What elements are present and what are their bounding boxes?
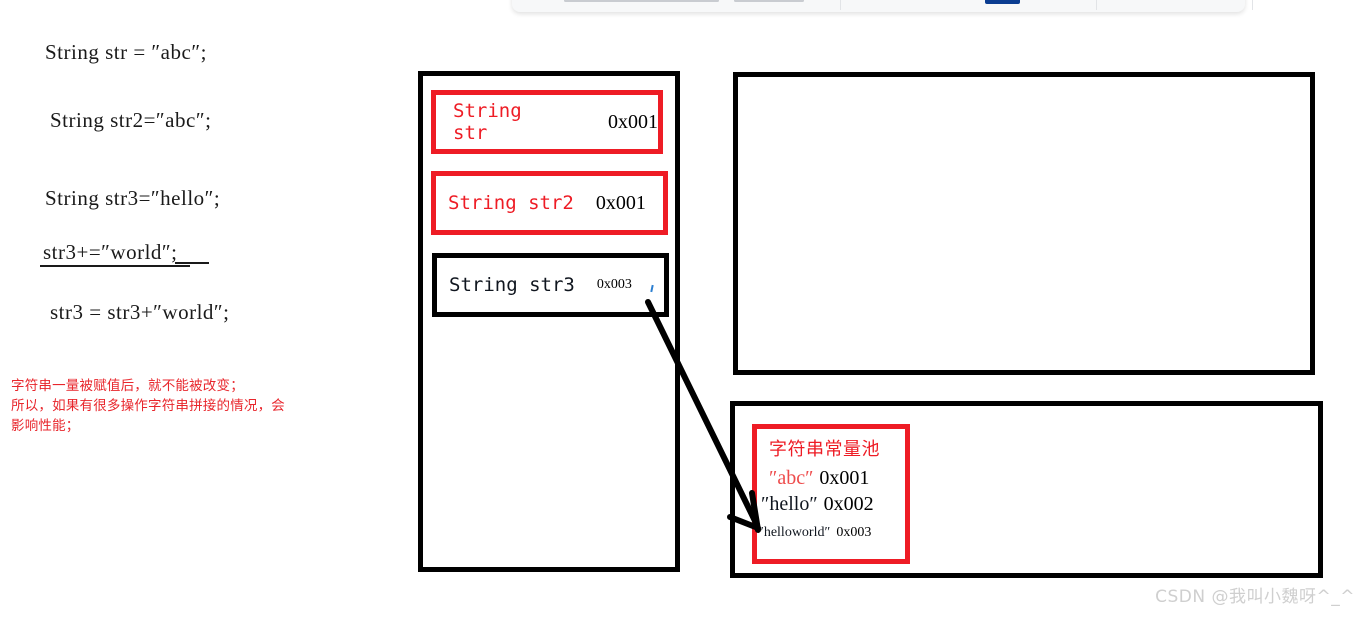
heap-memory-box [733, 72, 1315, 375]
code-line-4-underline-tail [175, 262, 209, 264]
code-line-4-underline [40, 265, 190, 267]
variable-address-str: 0x001 [608, 110, 658, 133]
variable-address-str2: 0x001 [595, 191, 646, 214]
variable-name-str3: String str3 [449, 274, 575, 296]
toolbar-placeholder-bar-1 [564, 0, 719, 2]
variable-name-str2: String str2 [448, 192, 574, 214]
variable-name-str: String str [453, 100, 522, 144]
pool-literal-helloworld: ″helloworld″ [758, 525, 831, 540]
string-constant-pool-box: 字符串常量池 ″abc″0x001 ″hello″0x002 ″hellowor… [752, 424, 910, 564]
toolbar-active-button[interactable] [985, 0, 1020, 4]
annotation-note: 字符串一量被赋值后，就不能被改变； 所以，如果有很多操作字符串拼接的情况，会 影… [11, 376, 356, 436]
pool-literal-abc: ″abc″ [769, 467, 814, 489]
stack-variable-row-str: String str 0x001 [431, 90, 663, 154]
code-line-1: String str = ″abc″; [45, 40, 207, 64]
variable-address-str3: 0x003 [596, 277, 632, 292]
annotation-note-line-3: 影响性能； [11, 418, 80, 434]
stack-variable-row-str3: String str3 0x003 [432, 253, 669, 317]
pool-entry-helloworld: ″helloworld″ 0x003 [758, 525, 871, 541]
csdn-watermark: CSDN @我叫小魏呀^_^ [1155, 587, 1355, 607]
stack-memory-box [418, 71, 680, 572]
toolbar-divider-2 [1096, 0, 1097, 10]
toolbar-divider-1 [840, 0, 841, 10]
code-line-4: str3+=″world″; [43, 240, 178, 264]
top-toolbar-panel [512, 0, 1253, 12]
pool-literal-hello: ″hello″ [761, 493, 818, 515]
pool-address-abc: 0x001 [819, 467, 870, 489]
pool-entry-abc: ″abc″0x001 [769, 467, 869, 490]
string-constant-pool-title: 字符串常量池 [769, 439, 880, 460]
code-line-2: String str2=″abc″; [50, 108, 212, 132]
toolbar-divider-3 [1252, 0, 1253, 10]
code-line-5: str3 = str3+″world″; [50, 300, 230, 324]
toolbar-placeholder-bar-2 [734, 0, 804, 2]
pool-entry-hello: ″hello″0x002 [761, 493, 874, 516]
stack-variable-row-str2: String str2 0x001 [431, 171, 668, 235]
pool-address-hello: 0x002 [823, 493, 874, 515]
annotation-note-line-2: 所以，如果有很多操作字符串拼接的情况，会 [11, 398, 285, 414]
annotation-note-line-1: 字符串一量被赋值后，就不能被改变； [11, 378, 244, 394]
code-line-3: String str3=″hello″; [45, 186, 221, 210]
pool-address-helloworld: 0x003 [836, 525, 872, 540]
